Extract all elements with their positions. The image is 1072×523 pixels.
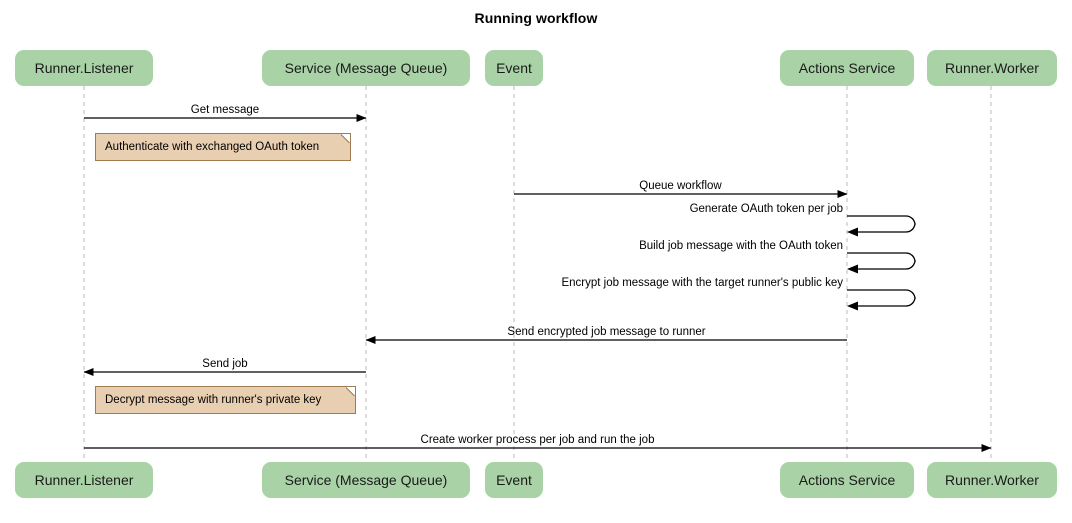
note-fold-corner-icon	[346, 387, 355, 396]
message-label-m4: Build job message with the OAuth token	[639, 240, 843, 252]
participant-label: Event	[496, 60, 532, 76]
participant-label: Service (Message Queue)	[284, 60, 448, 76]
participant-service-mq-bottom[interactable]: Service (Message Queue)	[262, 462, 470, 498]
participant-label: Event	[496, 472, 532, 488]
note-label: Authenticate with exchanged OAuth token	[105, 141, 320, 153]
participant-label: Runner.Listener	[34, 60, 134, 76]
self-loop-m5	[847, 289, 916, 307]
lifelines-group	[83, 86, 992, 462]
note-label: Decrypt message with runner's private ke…	[105, 394, 322, 406]
participant-event-bottom[interactable]: Event	[485, 462, 543, 498]
message-label-m3: Generate OAuth token per job	[689, 203, 843, 215]
participant-label: Runner.Listener	[34, 472, 134, 488]
page-title: Running workflow	[474, 10, 598, 26]
note-fold-corner-icon	[341, 134, 350, 143]
message-label-m5: Encrypt job message with the target runn…	[561, 277, 843, 289]
message-label-m1: Get message	[190, 104, 260, 116]
messages-group	[83, 114, 992, 452]
participant-actions-service-top[interactable]: Actions Service	[780, 50, 914, 86]
self-loop-m3	[847, 215, 916, 233]
message-label-m6: Send encrypted job message to runner	[507, 326, 706, 338]
message-label-m8: Create worker process per job and run th…	[420, 434, 655, 446]
participant-runner-listener-top[interactable]: Runner.Listener	[15, 50, 153, 86]
participant-runner-worker-top[interactable]: Runner.Worker	[927, 50, 1057, 86]
arrowhead-m4	[847, 264, 858, 274]
message-label-m2: Queue workflow	[639, 180, 722, 192]
self-loop-m4	[847, 252, 916, 270]
arrowhead-m5	[847, 301, 858, 311]
participant-label: Actions Service	[798, 60, 896, 76]
note-n2: Decrypt message with runner's private ke…	[95, 386, 356, 414]
participant-event-top[interactable]: Event	[485, 50, 543, 86]
participant-runner-listener-bottom[interactable]: Runner.Listener	[15, 462, 153, 498]
note-n1: Authenticate with exchanged OAuth token	[95, 133, 351, 161]
participant-label: Runner.Worker	[945, 60, 1039, 76]
participant-actions-service-bottom[interactable]: Actions Service	[780, 462, 914, 498]
arrowhead-m3	[847, 227, 858, 237]
participant-service-mq-top[interactable]: Service (Message Queue)	[262, 50, 470, 86]
participant-runner-worker-bottom[interactable]: Runner.Worker	[927, 462, 1057, 498]
participant-label: Runner.Worker	[945, 472, 1039, 488]
message-label-m7: Send job	[202, 358, 248, 370]
participant-label: Service (Message Queue)	[284, 472, 448, 488]
participant-label: Actions Service	[798, 472, 896, 488]
